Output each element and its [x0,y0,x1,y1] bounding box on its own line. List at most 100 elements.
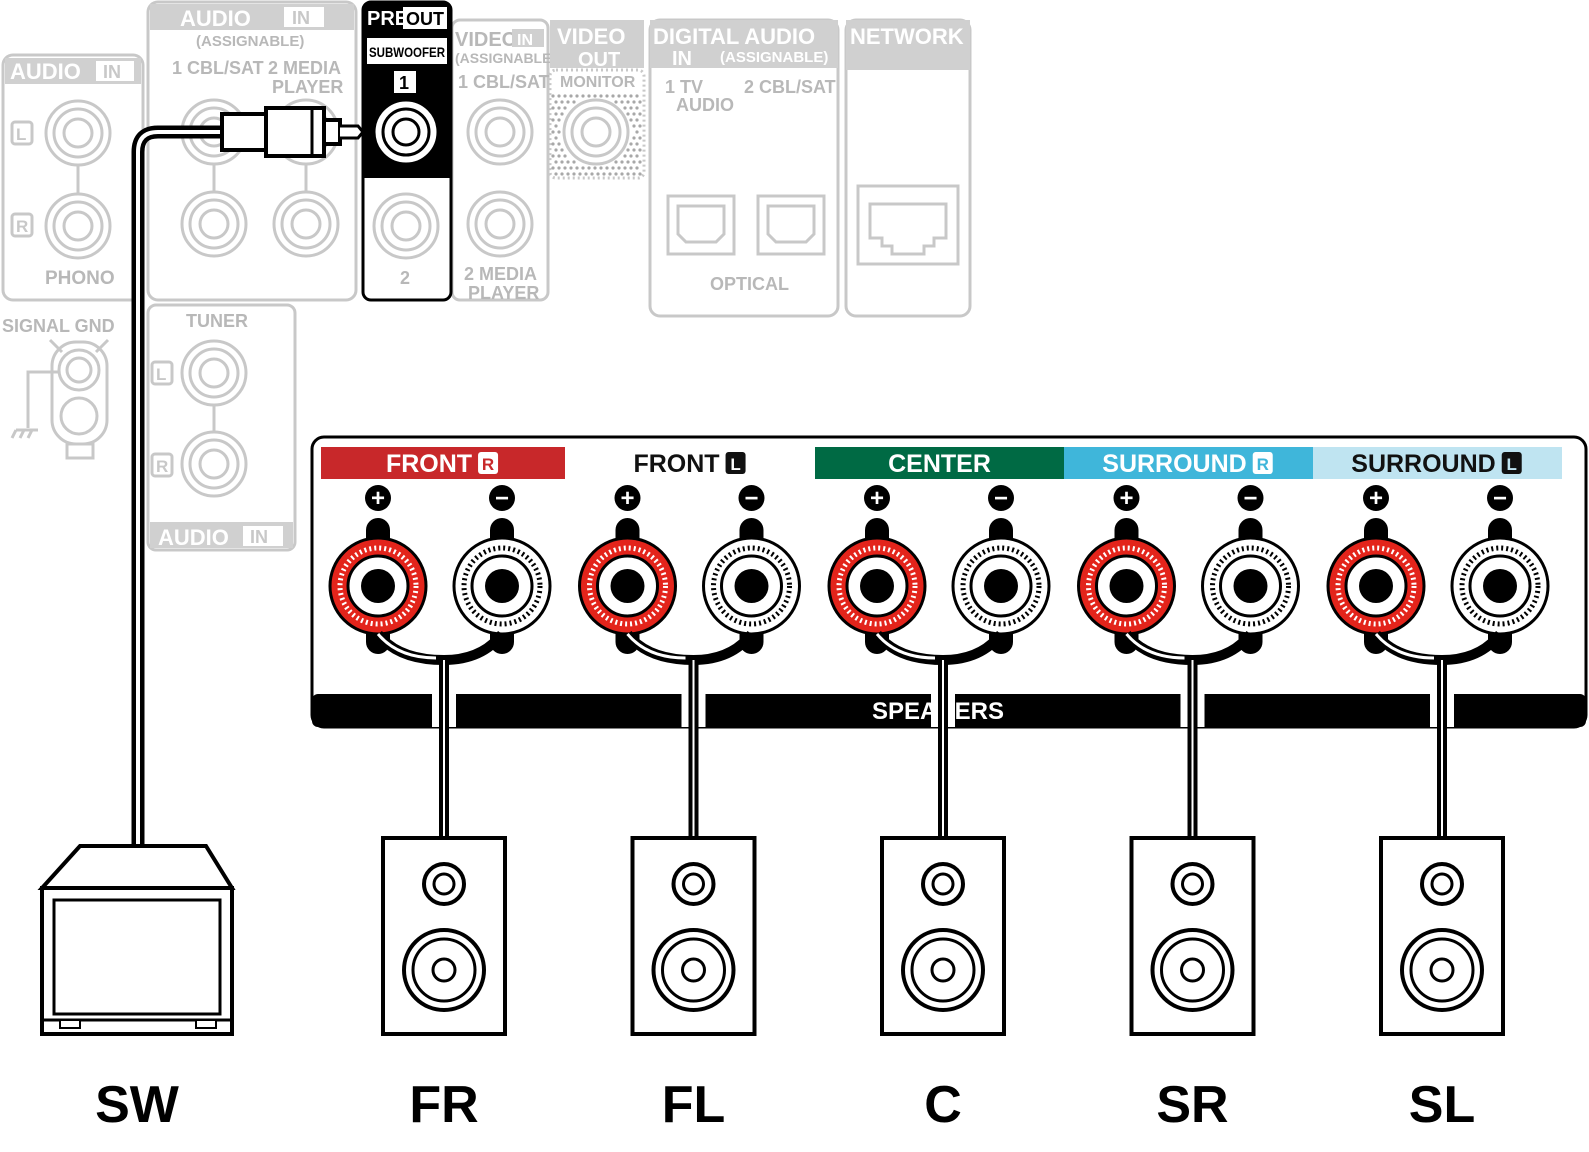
positive-terminal[interactable] [1326,518,1426,654]
channel-header-bar [815,447,1064,479]
pattern-dot [572,160,576,164]
pattern-dot [632,160,636,164]
pattern-dot [605,94,609,98]
cbl-sat-jack-r [180,190,248,258]
plus-sign: + [371,485,385,512]
speaker-label: FR [409,1076,478,1134]
channel-side-badge [1501,452,1522,474]
minus-sign: − [994,485,1008,512]
pattern-dot [632,124,636,128]
pattern-dot [578,172,582,176]
pattern-dot [593,166,597,170]
pattern-dot [638,172,642,176]
minus-sign-badge [988,485,1014,511]
tuner-label: TUNER [186,311,248,331]
media-player-jack-r [272,190,340,258]
pattern-dot [551,106,555,110]
negative-terminal[interactable] [951,518,1051,654]
channel-side-badge [1252,452,1273,474]
pre-label: PRE [367,8,408,30]
pattern-dot [635,118,639,122]
subwoofer-1-label: 1 [399,73,409,93]
pattern-dot [563,94,567,98]
network-block: NETWORK [844,18,972,318]
minus-sign: − [1243,485,1257,512]
plus-sign: + [870,485,884,512]
channel-header-bar [321,447,565,479]
pattern-dot [560,160,564,164]
pre-out-subwoofer-block: PRE OUT SUBWOOFER 1 2 [361,0,453,302]
channel-header-label: SURROUND [1351,450,1495,478]
tuner-r-mark: R [156,457,168,476]
subwoofer-cable [131,106,365,845]
pattern-dot [638,112,642,116]
subwoofer-2-label: 2 [400,268,410,288]
audio-in-tag: IN [103,62,121,82]
pattern-dot [569,166,573,170]
video-out-block: VIDEO OUT MONITOR [548,20,646,180]
negative-terminal[interactable] [1450,518,1550,654]
pattern-dot [626,100,630,104]
wire-highlight [376,633,437,660]
digital-audio-label: DIGITAL AUDIO [653,24,815,49]
pattern-dot [614,172,618,176]
phono-label: PHONO [45,268,115,289]
subwoofer-2-jack [372,192,440,260]
tuner-jack-l [180,339,248,407]
speaker-c [880,836,1006,1036]
pattern-dot [632,148,636,152]
pattern-dot [551,94,555,98]
pattern-dot [611,94,615,98]
pattern-dot [554,148,558,152]
pattern-dot [632,172,636,176]
positive-terminal[interactable] [827,518,927,654]
speaker-label: SR [1156,1076,1228,1134]
pattern-dot [575,166,579,170]
pattern-dot [626,160,630,164]
pattern-dot [557,166,561,170]
optical-label: OPTICAL [710,274,789,294]
channel-header-label: SURROUND [1102,450,1246,478]
pattern-dot [554,124,558,128]
positive-terminal[interactable] [1077,518,1176,654]
pattern-dot [638,160,642,164]
minus-sign-badge [1487,485,1513,511]
pattern-dot [587,94,591,98]
positive-terminal[interactable] [328,518,428,654]
video-media-label-2: PLAYER [468,283,539,303]
pattern-dot [614,160,618,164]
left-channel-mark: L [16,125,26,144]
pattern-dot [563,154,567,158]
speaker-label: C [924,1076,962,1134]
pattern-dot [551,142,555,146]
video-out-tag: OUT [578,49,620,71]
pattern-dot [572,100,576,104]
plus-sign: + [1369,485,1383,512]
pattern-dot [629,106,633,110]
negative-terminal[interactable] [452,518,552,654]
pattern-dot [629,142,633,146]
channel-side-mark: L [1507,455,1517,474]
speaker-label: FL [662,1076,726,1134]
tuner-jack-r [180,430,248,498]
pattern-dot [560,100,564,104]
positive-terminal[interactable] [578,518,677,654]
pattern-dot [611,166,615,170]
pattern-dot [638,136,642,140]
pattern-dot [623,94,627,98]
pattern-dot [632,100,636,104]
pattern-dot [560,112,564,116]
negative-terminal[interactable] [702,518,801,654]
pattern-dot [554,136,558,140]
pattern-dot [620,172,624,176]
video-assignable-note: (ASSIGNABLE) [455,50,556,66]
pattern-dot [557,142,561,146]
pattern-dot [557,130,561,134]
pattern-dot [551,154,555,158]
pattern-dot [593,94,597,98]
audio-in-assignable-tag: IN [292,8,310,28]
